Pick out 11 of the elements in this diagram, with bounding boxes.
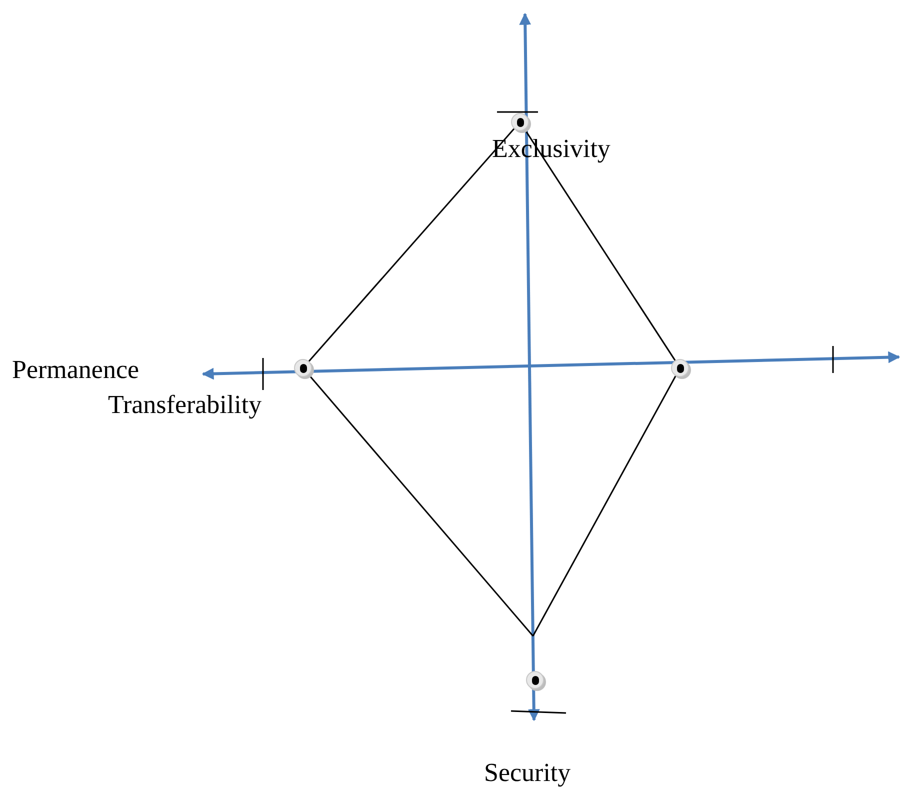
connector-line [308,374,534,636]
connector-line [532,376,676,636]
point-marker [671,359,689,377]
axis-label: Transferability [108,390,262,420]
point-marker [511,113,529,131]
axis-label: Permanence [12,355,140,385]
point-marker [526,671,544,689]
connector-line [308,128,515,362]
axis-label: Security [484,758,571,788]
point-marker [294,359,312,377]
connector-line [524,129,676,361]
